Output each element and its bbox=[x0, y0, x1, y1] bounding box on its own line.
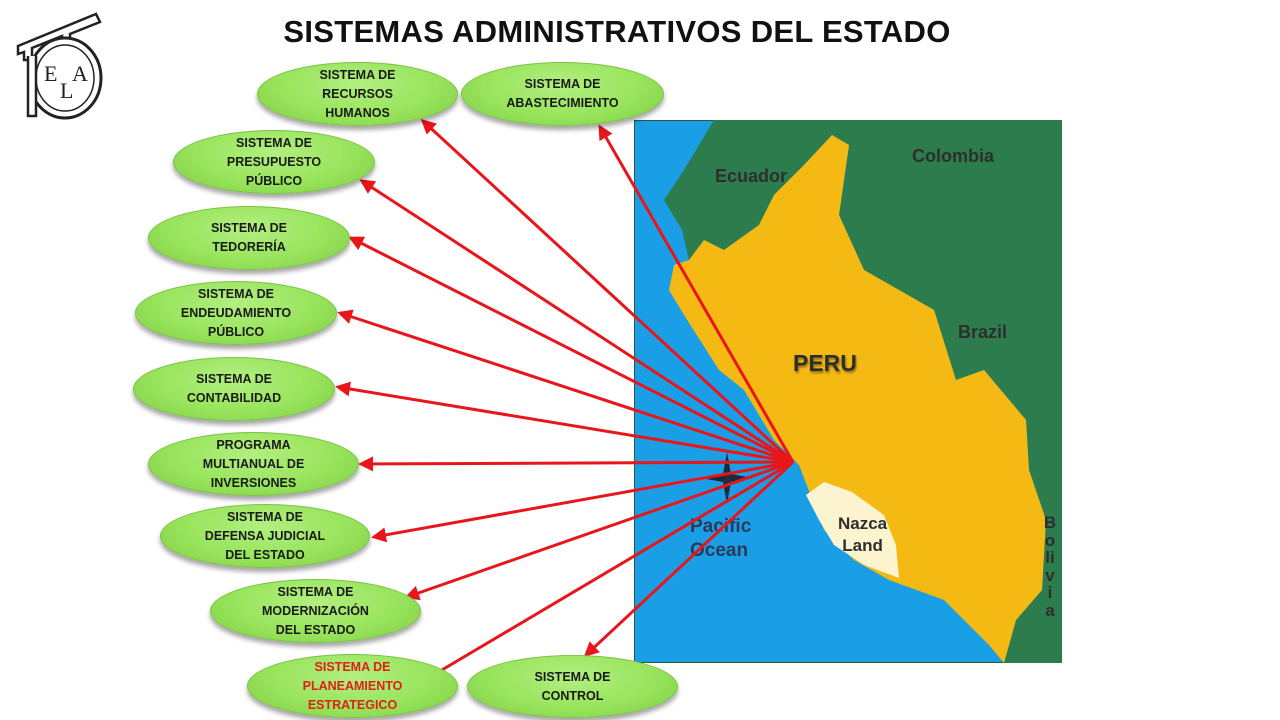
page-title: SISTEMAS ADMINISTRATIVOS DEL ESTADO bbox=[283, 14, 951, 49]
neighbours-land bbox=[664, 120, 1062, 663]
ela-logo: E L A bbox=[16, 12, 103, 120]
svg-text:A: A bbox=[72, 61, 88, 86]
svg-text:L: L bbox=[60, 78, 73, 103]
node-endeudamiento-publico[interactable]: SISTEMA DE ENDEUDAMIENTO PÚBLICO bbox=[135, 281, 337, 345]
node-tesoreria[interactable]: SISTEMA DE TEDORERÍA bbox=[148, 206, 350, 270]
node-programa-multianual-inversiones[interactable]: PROGRAMA MULTIANUAL DE INVERSIONES bbox=[148, 432, 359, 496]
nazca-land bbox=[806, 482, 899, 578]
label-peru: PERU bbox=[793, 350, 857, 376]
label-bolivia: Bolivia bbox=[1043, 513, 1057, 620]
peru-map bbox=[634, 120, 1062, 663]
label-brazil: Brazil bbox=[958, 322, 1008, 342]
node-modernizacion-estado[interactable]: SISTEMA DE MODERNIZACIÓN DEL ESTADO bbox=[210, 579, 421, 643]
node-control[interactable]: SISTEMA DE CONTROL bbox=[467, 655, 678, 718]
node-planeamiento-estrategico[interactable]: SISTEMA DE PLANEAMIENTO ESTRATEGICO bbox=[247, 654, 458, 718]
label-pacific-ocean: Pacific Ocean bbox=[690, 516, 752, 561]
node-contabilidad[interactable]: SISTEMA DE CONTABILIDAD bbox=[133, 357, 335, 421]
label-nazca-land: Nazca Land bbox=[838, 514, 888, 555]
node-presupuesto-publico[interactable]: SISTEMA DE PRESUPUESTO PÚBLICO bbox=[173, 130, 375, 194]
label-ecuador: Ecuador bbox=[715, 166, 788, 186]
svg-text:E: E bbox=[44, 61, 57, 86]
node-defensa-judicial[interactable]: SISTEMA DE DEFENSA JUDICIAL DEL ESTADO bbox=[160, 504, 370, 568]
label-colombia: Colombia bbox=[912, 146, 995, 166]
node-recursos-humanos[interactable]: SISTEMA DE RECURSOS HUMANOS bbox=[257, 62, 458, 126]
node-abastecimiento[interactable]: SISTEMA DE ABASTECIMIENTO bbox=[461, 62, 664, 126]
